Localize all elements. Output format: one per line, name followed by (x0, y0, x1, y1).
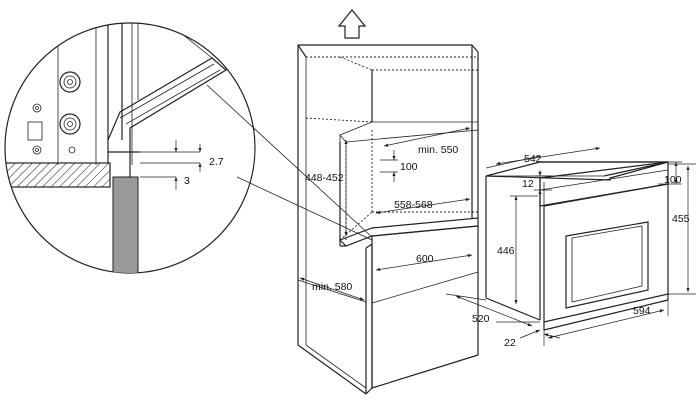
dim-oven-top-depth: 542 (524, 153, 542, 165)
dim-cabinet-min-depth: min. 580 (312, 281, 352, 293)
cabinet-side-section (112, 176, 139, 273)
dim-cabinet-width: 600 (416, 253, 434, 265)
dim-oven-front-thickness: 22 (504, 337, 516, 349)
dim-cavity-width: 558-568 (394, 199, 433, 211)
dim-oven-width: 594 (633, 305, 651, 317)
worktop-section (5, 162, 111, 188)
dim-detail-gap: 2.7 (209, 156, 224, 168)
dim-vent-gap: 100 (400, 161, 418, 173)
dim-oven-top-height: 100 (664, 174, 682, 186)
oven-drawing: 542 12 100 446 455 520 594 22 (445, 146, 696, 349)
cabinet-drawing: min. 550 100 448-452 558-568 600 min. 58… (297, 9, 479, 395)
dim-cavity-height: 448-452 (305, 172, 344, 184)
dim-oven-body-height: 446 (497, 245, 515, 257)
detail-magnifier: 2.7 3 (4, 22, 373, 274)
dim-oven-top-offset: 12 (522, 178, 534, 190)
dim-oven-total-height: 455 (672, 213, 690, 225)
dim-detail-offset: 3 (184, 175, 190, 187)
dim-oven-depth: 520 (472, 313, 490, 325)
screw-lower (59, 113, 81, 135)
vent-arrow-icon (337, 9, 367, 39)
screw-upper (59, 71, 81, 93)
dim-cavity-min-depth: min. 550 (418, 144, 458, 156)
leader-line-lower (236, 176, 373, 241)
leader-line-upper (206, 84, 373, 238)
